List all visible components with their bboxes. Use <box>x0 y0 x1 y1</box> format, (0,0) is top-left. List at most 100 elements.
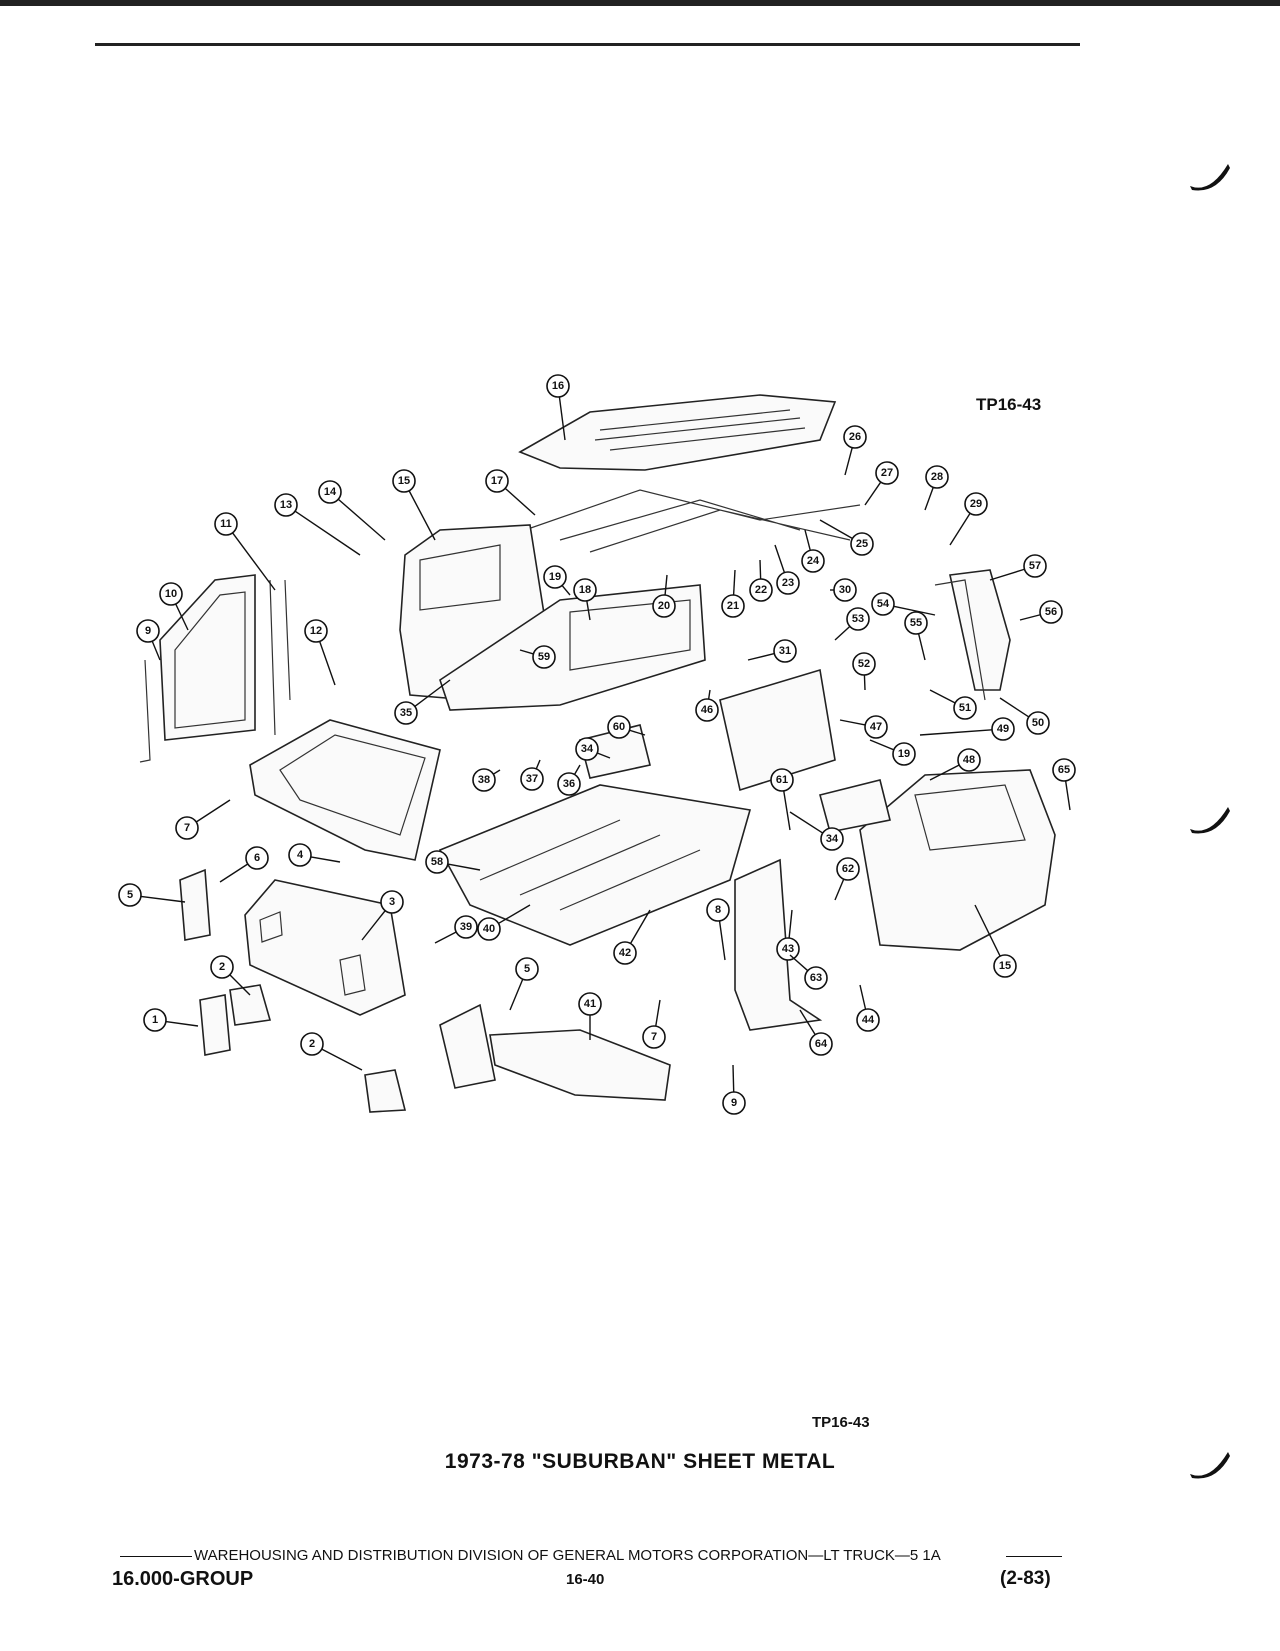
callout-8: 8 <box>706 898 730 961</box>
callout-number: 42 <box>619 947 631 959</box>
callout-number: 59 <box>538 651 550 663</box>
callout-leader-line <box>294 510 361 556</box>
callout-circle <box>993 954 1017 978</box>
callout-42: 42 <box>613 909 651 965</box>
callout-number: 26 <box>849 431 861 443</box>
callout-number: 6 <box>254 852 260 864</box>
callout-circle <box>245 846 269 870</box>
callout-30: 30 <box>830 578 857 602</box>
callout-7: 7 <box>175 799 231 840</box>
callout-number: 5 <box>524 963 530 975</box>
callout-6: 6 <box>219 846 269 883</box>
callout-leader-line <box>629 909 651 944</box>
callout-11: 11 <box>214 512 276 591</box>
callout-leader-line <box>535 759 541 770</box>
callout-circle <box>804 966 828 990</box>
callout-leader-line <box>834 625 851 641</box>
callout-leader-line <box>561 585 571 596</box>
callout-leader-line <box>231 532 276 591</box>
bracket <box>199 994 231 1056</box>
callout-29: 29 <box>949 492 988 546</box>
callout-circle <box>1039 600 1063 624</box>
callout-leader-line <box>747 652 775 661</box>
callout-circle <box>543 565 567 589</box>
kick-panel <box>439 1003 496 1089</box>
callout-circle <box>392 469 416 493</box>
callout-14: 14 <box>318 480 386 541</box>
callout-circle <box>318 480 342 504</box>
callout-number: 31 <box>779 645 791 657</box>
callout-13: 13 <box>274 493 361 556</box>
header-rule <box>95 43 1080 46</box>
callout-number: 10 <box>165 588 177 600</box>
callout-number: 39 <box>460 921 472 933</box>
front-door-frame <box>159 574 256 741</box>
callout-48: 48 <box>929 748 981 781</box>
callout-leader-line <box>558 396 566 441</box>
footer-revision: (2-83) <box>1000 1568 1051 1589</box>
callout-number: 23 <box>782 577 794 589</box>
callout-56: 56 <box>1019 600 1063 624</box>
callout-number: 64 <box>815 1038 828 1050</box>
callout-circle <box>472 768 496 792</box>
callout-64: 64 <box>799 1009 833 1056</box>
callout-leader-line <box>788 909 793 939</box>
right-body-side <box>859 769 1056 951</box>
callout-leader-line <box>999 697 1030 718</box>
callout-leader-line <box>318 641 336 686</box>
callout-leader-line <box>414 679 451 707</box>
callout-1: 1 <box>143 1008 199 1032</box>
callout-3: 3 <box>361 890 404 941</box>
rear-inner-panel <box>719 668 836 792</box>
callout-circle <box>652 594 676 618</box>
callout-leader-line <box>834 878 845 901</box>
callout-number: 9 <box>145 625 151 637</box>
callout-leader-line <box>799 1009 816 1036</box>
callout-38: 38 <box>472 768 501 792</box>
callout-circle <box>607 715 631 739</box>
callout-leader-line <box>175 603 189 631</box>
callout-leader-line <box>718 920 726 961</box>
callout-circle <box>477 917 501 941</box>
callout-circle <box>159 582 183 606</box>
callout-12: 12 <box>304 619 336 686</box>
callout-26: 26 <box>843 425 867 476</box>
footer-page-number: 16-40 <box>566 1571 605 1588</box>
callout-25: 25 <box>819 519 874 556</box>
callout-number: 54 <box>877 598 890 610</box>
callout-circle <box>613 941 637 965</box>
callout-46: 46 <box>695 689 719 722</box>
callout-number: 49 <box>997 723 1009 735</box>
callout-16: 16 <box>546 374 570 441</box>
callout-number: 61 <box>776 774 788 786</box>
rear-corner-pillar <box>949 569 1011 691</box>
callout-circle <box>575 737 599 761</box>
callout-19: 19 <box>869 739 916 766</box>
callout-number: 53 <box>852 613 864 625</box>
callout-number: 56 <box>1045 606 1057 618</box>
callout-37: 37 <box>520 759 544 791</box>
callout-number: 46 <box>701 704 713 716</box>
callout-17: 17 <box>485 469 536 516</box>
callout-number: 19 <box>898 748 910 760</box>
callout-number: 41 <box>584 998 596 1010</box>
callout-circle <box>425 850 449 874</box>
callout-15: 15 <box>974 904 1017 978</box>
callout-circle <box>288 843 312 867</box>
callout-leader-line <box>864 481 882 506</box>
callout-5: 5 <box>509 957 539 1011</box>
callout-number: 14 <box>324 486 337 498</box>
callout-leader-line <box>859 984 867 1010</box>
callout-circle <box>773 639 797 663</box>
figure-code-top: TP16-43 <box>976 395 1042 414</box>
bracket <box>229 984 272 1026</box>
callout-9: 9 <box>722 1064 746 1115</box>
callout-circle <box>964 492 988 516</box>
callout-leader-line <box>707 689 711 700</box>
callout-number: 50 <box>1032 717 1044 729</box>
callout-circle <box>991 717 1015 741</box>
callout-leader-line <box>732 1064 735 1093</box>
inner-body-side <box>439 584 706 711</box>
callout-leader-line <box>229 974 251 996</box>
